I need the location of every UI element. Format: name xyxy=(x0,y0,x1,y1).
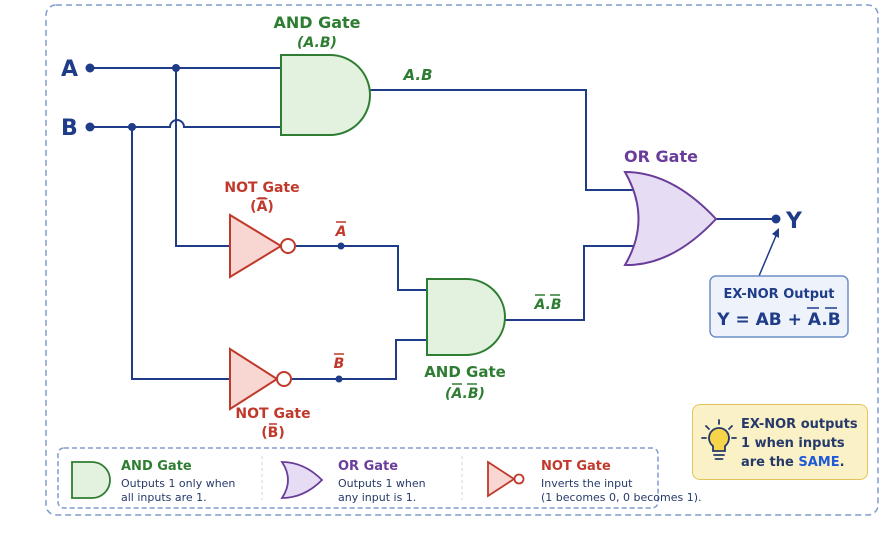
wire-ab-or xyxy=(369,89,635,191)
legend-box xyxy=(57,447,659,509)
legend-not-line2: (1 becomes 0, 0 becomes 1). xyxy=(541,491,702,504)
junction-a-dot xyxy=(172,64,180,72)
legend-and-line2: all inputs are 1. xyxy=(121,491,207,504)
wire-a-not-a xyxy=(175,68,230,247)
and-bottom-expr: (A.B) xyxy=(445,386,485,402)
junction-b-dot xyxy=(128,123,136,131)
outer-frame xyxy=(45,4,879,516)
legend-and-title: AND Gate xyxy=(121,459,192,474)
and-gate-top xyxy=(280,54,371,136)
legend-not-title: NOT Gate xyxy=(541,459,611,474)
input-b-label: B xyxy=(61,116,78,141)
exnor-output-box xyxy=(709,275,849,338)
not-gate-a-bubble xyxy=(280,238,296,254)
wire-label-abar: A xyxy=(335,224,347,240)
wire-label-bbar: B xyxy=(334,356,345,372)
wire-bbar-and-bottom xyxy=(292,339,427,380)
legend-or-title: OR Gate xyxy=(338,459,398,474)
legend-and-line1: Outputs 1 only when xyxy=(121,477,235,490)
input-a-label: A xyxy=(61,57,78,82)
exnor-formula: Y = AB + A.B xyxy=(716,310,841,330)
tip-text: EX-NOR outputs 1 when inputs are the SAM… xyxy=(741,417,858,470)
wires xyxy=(90,67,776,380)
wire-b-and-top xyxy=(90,119,281,128)
legend-and-icon xyxy=(71,461,111,499)
and-top-expr: (A.B) xyxy=(297,35,337,51)
legend-or-icon xyxy=(280,461,324,499)
and-gate-bottom xyxy=(426,278,506,356)
and-top-title: AND Gate xyxy=(273,13,360,32)
not-gate-a xyxy=(229,213,283,279)
not-gate-b-bubble xyxy=(276,371,292,387)
not-a-title: NOT Gate xyxy=(224,180,299,196)
legend-not-bubble xyxy=(513,473,525,485)
wire-label-abarbbar: A.B xyxy=(533,297,561,313)
or-gate xyxy=(623,170,718,267)
wire-label-ab: A.B xyxy=(402,66,432,84)
output-y-label: Y xyxy=(785,209,803,234)
and-bottom-title: AND Gate xyxy=(424,363,506,381)
lightbulb-icon xyxy=(701,419,737,460)
junction-abar-dot xyxy=(337,242,345,250)
not-b-expr: (B) xyxy=(261,425,284,441)
terminal-b-dot xyxy=(85,122,95,132)
wire-b-not-b xyxy=(131,127,230,380)
or-title: OR Gate xyxy=(624,147,698,166)
exnor-pointer-line xyxy=(758,230,779,277)
wire-abarbbar-or xyxy=(505,245,635,321)
legend-not-icon xyxy=(487,460,516,498)
terminal-y-dot xyxy=(771,214,781,224)
exnor-output-title: EX-NOR Output xyxy=(723,287,834,302)
junction-bbar-dot xyxy=(335,375,343,383)
legend-or-line1: Outputs 1 when xyxy=(338,477,426,490)
tip-box: EX-NOR outputs 1 when inputs are the SAM… xyxy=(692,404,868,480)
legend-not-line1: Inverts the input xyxy=(541,477,633,490)
not-a-expr: (A) xyxy=(250,199,274,215)
wire-abar-and-bottom xyxy=(296,245,427,291)
exnor-pointer-arrow xyxy=(772,228,779,238)
legend-or-line2: any input is 1. xyxy=(338,491,416,504)
not-b-title: NOT Gate xyxy=(235,406,310,422)
terminal-a-dot xyxy=(85,63,95,73)
not-gate-b xyxy=(229,347,279,411)
junction-dots xyxy=(85,63,781,383)
